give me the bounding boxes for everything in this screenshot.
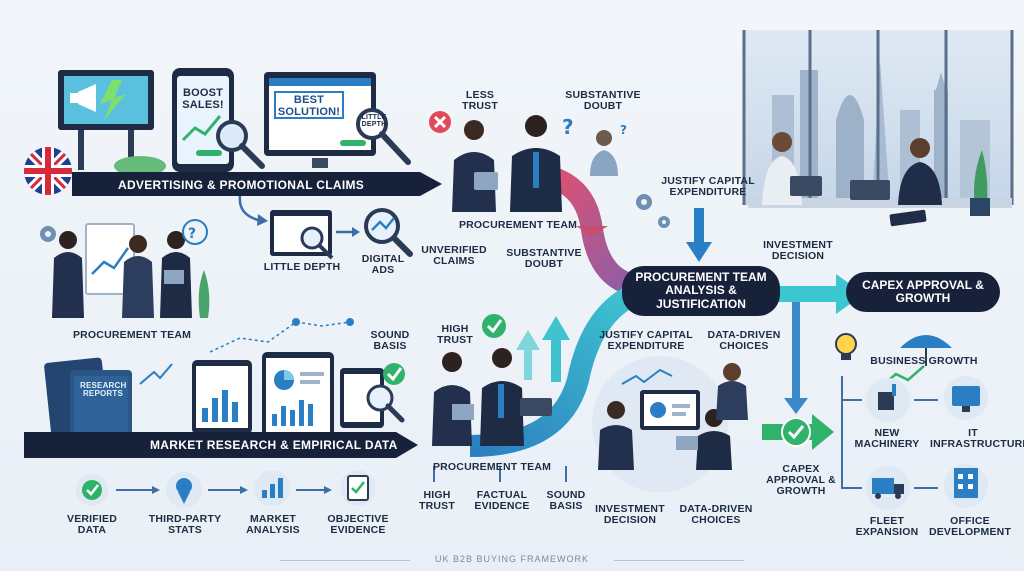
procurement-team-top-figures (452, 115, 618, 212)
label-factual-evidence: Factual Evidence (474, 489, 530, 513)
high-trust-figures (432, 348, 552, 446)
label-investment-decision-bottom: Investment Decision (595, 503, 665, 527)
label-high-trust-top: High Trust (437, 323, 473, 347)
office-window-scene (742, 30, 1014, 227)
label-objective-evidence: Objective Evidence (327, 513, 389, 537)
data-network (139, 318, 354, 385)
label-fleet-expansion: Fleet Expansion (855, 515, 919, 539)
label-justify-capex-top: Justify Capital Expenditure (661, 175, 755, 199)
gear-icon (40, 194, 670, 242)
data-driven-meeting (592, 356, 748, 492)
label-substantive-doubt-mid: Substantive Doubt (506, 247, 582, 271)
label-business-growth: Business Growth (870, 355, 978, 367)
label-procurement-team-left: Procurement Team (72, 329, 192, 341)
uk-flag-icon (24, 147, 72, 195)
label-market-analysis: Market Analysis (246, 513, 300, 537)
digital-ads-magnifier (364, 208, 413, 257)
lightbulb-icon (835, 333, 857, 360)
magnifier-icon (216, 108, 411, 169)
label-sound-basis-top: Sound Basis (370, 329, 410, 353)
label-substantive-doubt-top: Substantive Doubt (565, 89, 641, 113)
label-capex-bottom: Capex Approval & Growth (766, 463, 836, 498)
label-justify-capex-mid: Justify Capital Expenditure (599, 329, 693, 353)
label-procurement-team-bottom: Procurement Team (432, 461, 552, 473)
building-icon (944, 464, 988, 508)
truck-icon (866, 466, 910, 510)
procurement-analysis-pill: Procurement Team Analysis & Justificatio… (622, 266, 780, 316)
machinery-icon (866, 378, 910, 422)
footer-line-left (280, 560, 410, 561)
label-digital-ads: Digital Ads (361, 253, 405, 277)
billboard (58, 70, 166, 176)
market-research-banner-label: Market Research & Empirical Data (150, 438, 398, 452)
svg-text:?: ? (620, 123, 627, 137)
label-data-driven-bottom: Data-Driven Choices (679, 503, 753, 527)
advertising-banner (72, 172, 442, 196)
market-research-banner (24, 432, 418, 458)
label-less-trust: Less Trust (462, 89, 498, 113)
bottom-icons (76, 470, 376, 508)
procurement-team-left-figures (52, 223, 210, 318)
label-high-trust-bottom: High Trust (419, 489, 455, 513)
check-icon (383, 314, 506, 385)
label-investment-decision-top: Investment Decision (763, 239, 833, 263)
capex-pill: Capex Approval & Growth (846, 272, 1000, 312)
research-reports-text: Research Reports (80, 381, 127, 399)
advertising-banner-label: Advertising & Promotional Claims (118, 178, 365, 192)
footer-line-right (614, 560, 744, 561)
boost-sales-text: Boost Sales! (182, 87, 224, 111)
footer-caption: UK B2B Buying Framework (434, 554, 590, 564)
label-third-party-stats: Third-Party Stats (148, 513, 222, 537)
label-it-infrastructure: IT Infrastructure (930, 427, 1024, 451)
label-unverified-claims: Unverified Claims (421, 244, 487, 268)
svg-text:?: ? (188, 226, 196, 242)
cross-icon (429, 111, 451, 133)
little-depth-browser (270, 210, 334, 260)
monitor-icon (944, 376, 988, 420)
best-solution-text: Best Solution! (277, 94, 341, 118)
label-procurement-team-top: Procurement Team (458, 219, 578, 231)
question-icon: ? (562, 115, 574, 139)
research-screens (192, 352, 405, 438)
label-sound-basis-bottom: Sound Basis (546, 489, 586, 513)
little-depth-card-text: Little Depth (361, 114, 387, 129)
label-verified-data: Verified Data (66, 513, 118, 537)
best-solution-screen (264, 72, 376, 168)
phone-ad (172, 68, 234, 172)
label-new-machinery: New Machinery (854, 427, 920, 451)
label-little-depth: Little Depth (263, 261, 341, 273)
label-office-development: Office Development (928, 515, 1012, 539)
label-data-driven-top: Data-Driven Choices (707, 329, 781, 353)
